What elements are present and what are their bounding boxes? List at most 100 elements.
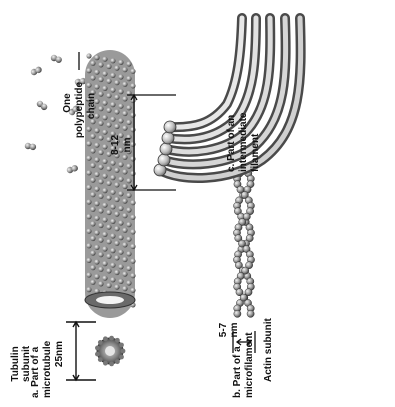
tubulin-bead (106, 108, 111, 113)
tubulin-bead (94, 128, 99, 133)
caption-a-line1: a. Part of a (30, 346, 41, 398)
tubulin-bead (98, 165, 103, 170)
tubulin-bead (106, 122, 111, 127)
tubulin-bead (106, 93, 111, 98)
tubulin-bead (122, 67, 127, 72)
tubulin-bead (130, 244, 135, 249)
tubulin-bead (110, 102, 115, 107)
tubulin-bead (90, 280, 95, 285)
tubulin-bead (122, 184, 127, 189)
tubulin-bead (90, 265, 95, 270)
tubulin-bead (122, 242, 127, 247)
protofilament-bead (109, 336, 114, 341)
tubulin-bead (98, 106, 103, 111)
tubulin-bead (110, 87, 115, 92)
tubulin-bead (102, 261, 107, 266)
tubulin-bead (98, 150, 103, 155)
protofilament-bead (103, 361, 108, 366)
tubulin-bead (118, 279, 123, 284)
tubulin-bead (118, 264, 123, 269)
tubulin-bead (114, 212, 119, 217)
tubulin-bead (122, 213, 127, 218)
caption-b: b. Part of a microfilament (232, 332, 255, 398)
diameter-label-5-7: 5-7 (218, 322, 229, 337)
tubulin-bead (90, 148, 95, 153)
tubulin-bead (90, 251, 95, 256)
tubulin-bead (118, 220, 123, 225)
tubulin-bead (110, 58, 115, 63)
tubulin-bead (126, 61, 131, 66)
tubulin-bead (90, 134, 95, 139)
tubulin-bead (102, 246, 107, 251)
tubulin-bead (122, 199, 127, 204)
tubulin-bead (118, 104, 123, 109)
tubulin-bead (110, 175, 115, 180)
tubulin-bead (90, 236, 95, 241)
caption-c-line2: intermediate (238, 112, 249, 172)
tubulin-bead (118, 177, 123, 182)
tubulin-bead (106, 283, 111, 288)
tubulin-bead (102, 130, 107, 135)
tubulin-bead (94, 70, 99, 75)
protofilament-bead (103, 336, 108, 341)
tubulin-bead (90, 207, 95, 212)
tubulin-bead (130, 171, 135, 176)
tubulin-bead (118, 118, 123, 123)
tubulin-bead (94, 201, 99, 206)
tubulin-bead (114, 285, 119, 290)
chain-label-line1: One (62, 93, 73, 113)
tubulin-bead (106, 210, 111, 215)
tubulin-bead (126, 207, 131, 212)
tubulin-bead (114, 66, 119, 71)
tubulin-bead (102, 159, 107, 164)
caption-c-line1: c. Part of an (226, 115, 237, 172)
tubulin-bead (86, 53, 91, 58)
protofilament-bead (119, 343, 124, 348)
tubulin-bead (118, 162, 123, 167)
panel-b: 5-7 nm Actin subunit b. Part of a microf… (218, 164, 274, 398)
tubulin-bead (130, 113, 135, 118)
tubulin-bead (98, 281, 103, 286)
tubulin-bead (130, 288, 135, 293)
tubulin-bead (102, 217, 107, 222)
tubulin-bead (94, 157, 99, 162)
tubulin-bead (102, 115, 107, 120)
tubulin-bead (110, 117, 115, 122)
tubulin-bead (126, 120, 131, 125)
tubulin-bead (94, 186, 99, 191)
tubulin-bead (98, 179, 103, 184)
tubulin-bead (98, 135, 103, 140)
protofilament-bead (98, 340, 103, 345)
tubulin-bead (122, 228, 127, 233)
tubulin-bead (86, 156, 91, 161)
tubulin-bead (126, 178, 131, 183)
actin-subunit-label: Actin subunit (263, 317, 274, 382)
tubulin-bead (114, 95, 119, 100)
tubulin-bead (102, 203, 107, 208)
tubulin-bead (102, 276, 107, 281)
tubulin-bead (90, 163, 95, 168)
tubulin-bead (110, 73, 115, 78)
tubulin-bead (98, 208, 103, 213)
tubulin-bead (110, 277, 115, 282)
protofilament-bead (115, 359, 120, 364)
tubulin-bead (114, 80, 119, 85)
tubulin-bead (122, 169, 127, 174)
tubulin-bead (106, 64, 111, 69)
tubulin-bead (110, 190, 115, 195)
tubulin-bead (130, 127, 135, 132)
tubulin-bead (122, 286, 127, 291)
tubulin-bead (106, 181, 111, 186)
tubulin-bead (94, 259, 99, 264)
tubulin-bead (126, 266, 131, 271)
tubulin-bead (94, 55, 99, 60)
tubulin-bead (98, 238, 103, 243)
tubulin-bead (102, 57, 107, 62)
tubulin-bead (110, 248, 115, 253)
tubulin-bead (118, 235, 123, 240)
tubulin-bead (98, 252, 103, 257)
tubulin-bead (114, 124, 119, 129)
chain-label-line3: chain (86, 93, 97, 119)
protofilament-bead (121, 349, 126, 354)
tubulin-bead (86, 199, 91, 204)
